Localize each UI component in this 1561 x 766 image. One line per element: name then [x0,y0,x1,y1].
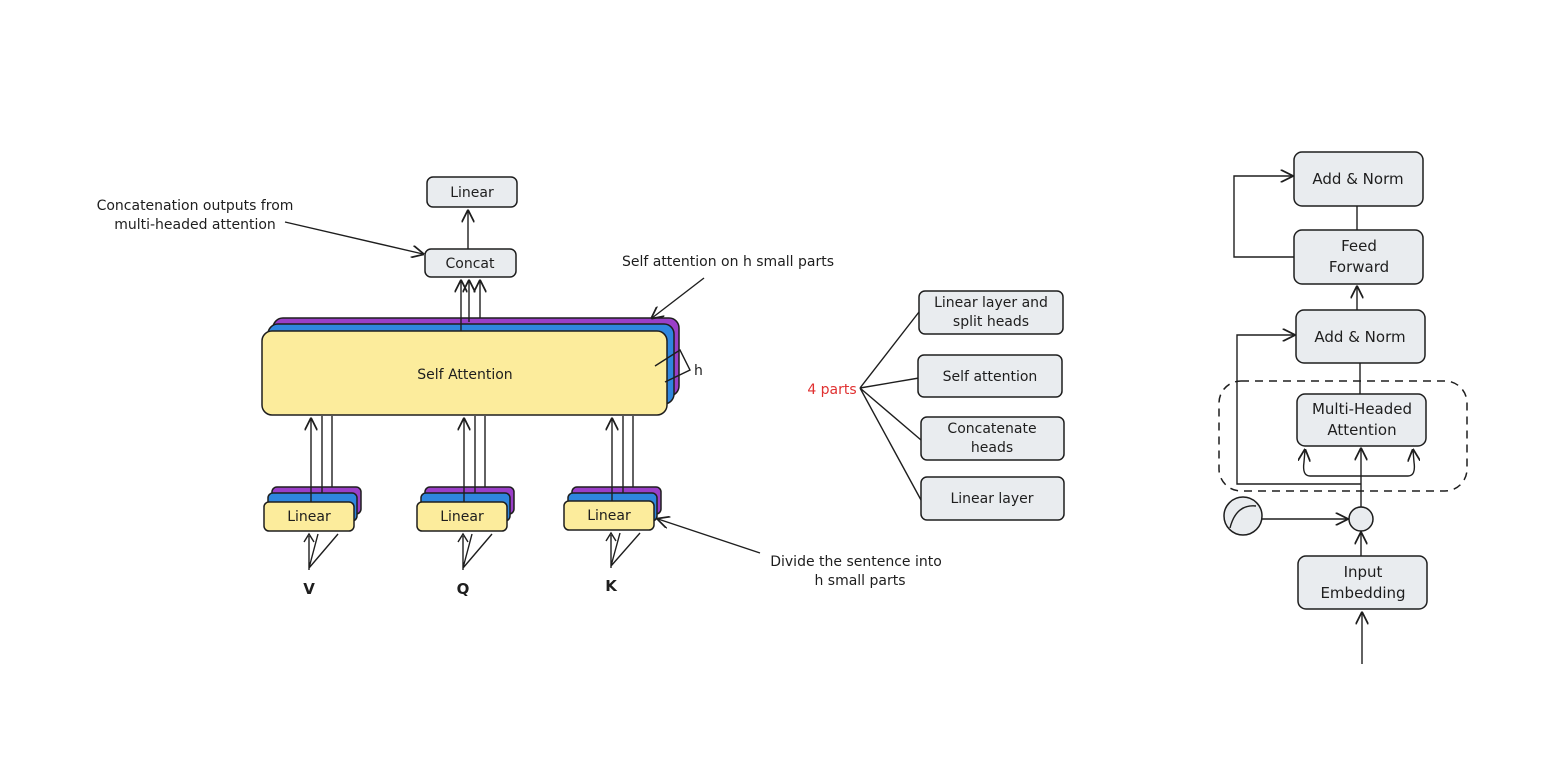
mha-residual-arrow [1236,335,1361,485]
part-concatenate-heads[interactable]: Concatenate heads [920,416,1065,461]
concat-box[interactable]: Concat [424,248,517,278]
k-fan-lines [610,532,641,568]
q-fan-lines [462,533,493,570]
input-embedding-box[interactable]: Input Embedding [1297,555,1428,610]
add-norm-mid-label: Add & Norm [1314,328,1405,346]
four-parts-root: 4 parts [807,382,856,398]
k-fan-arrowhead [605,531,617,542]
linear-v-stack[interactable]: Linear [263,486,362,532]
mha-line2: Attention [1327,421,1396,439]
add-norm-top-box[interactable]: Add & Norm [1293,151,1424,207]
linear-k-label: Linear [587,508,631,524]
divide-note-line2: h small parts [814,573,905,589]
linear-v-label: Linear [287,509,331,525]
part-3-line2: heads [971,440,1013,456]
sine-wave-icon [1229,505,1257,529]
add-norm-mid-box[interactable]: Add & Norm [1295,309,1426,364]
part-linear-split-heads[interactable]: Linear layer and split heads [918,290,1064,335]
linear-k-stack[interactable]: Linear [563,486,662,531]
part-self-attention[interactable]: Self attention [917,354,1063,398]
part-1-line2: split heads [953,314,1029,330]
top-linear-box[interactable]: Linear [426,176,518,208]
q-label: Q [457,580,470,598]
self-attn-note-arrow [652,277,705,318]
concat-note-arrow [284,221,423,254]
multi-headed-attention-box[interactable]: Multi-Headed Attention [1296,393,1427,447]
feed-forward-box[interactable]: Feed Forward [1293,229,1424,285]
self-attn-note: Self attention on h small parts [622,254,834,270]
multi-head-attention-diagram: Linear Concat Self Attention h Linear [97,176,942,598]
mha-input-left-arrow [1304,450,1361,477]
ff-residual-arrow [1233,176,1294,258]
v-fan-arrowhead [303,532,315,543]
concat-note-line2: multi-headed attention [114,217,276,233]
mha-line1: Multi-Headed [1312,400,1412,418]
divide-note-line1: Divide the sentence into [770,554,942,570]
mha-input-right-arrow [1361,450,1414,477]
h-bracket [654,348,691,383]
four-parts-branches [859,311,922,501]
top-linear-label: Linear [450,185,494,201]
attention-dashed-group [1218,380,1468,492]
q-fan-arrowhead [457,532,469,543]
part-1-line1: Linear layer and [934,295,1048,311]
part-4-line1: Linear layer [950,491,1033,507]
concat-label: Concat [446,256,495,272]
v-label: V [303,580,315,598]
part-2-line1: Self attention [943,369,1038,385]
linear-q-label: Linear [440,509,484,525]
input-embedding-line2: Embedding [1320,584,1405,602]
h-label: h [694,363,703,379]
input-embedding-line1: Input [1344,563,1383,581]
add-circle[interactable] [1348,506,1374,532]
feed-forward-line1: Feed [1341,237,1377,255]
concat-note-line1: Concatenation outputs from [97,198,294,214]
self-attention-label: Self Attention [417,367,512,383]
part-3-line1: Concatenate [947,421,1036,437]
encoder-block-diagram: Add & Norm Feed Forward Add & Norm Multi… [1218,151,1468,664]
positional-encoding-node[interactable] [1223,496,1263,536]
part-linear-layer[interactable]: Linear layer [920,476,1065,521]
feed-forward-line2: Forward [1329,258,1389,276]
add-norm-top-label: Add & Norm [1312,170,1403,188]
v-fan-lines [308,533,339,570]
self-attention-stack[interactable]: Self Attention [261,317,680,416]
four-parts-tree: 4 parts Linear layer and split heads Sel… [807,290,1065,521]
linear-q-stack[interactable]: Linear [416,486,515,532]
k-label: K [605,577,618,595]
divide-note-arrow [658,519,761,554]
